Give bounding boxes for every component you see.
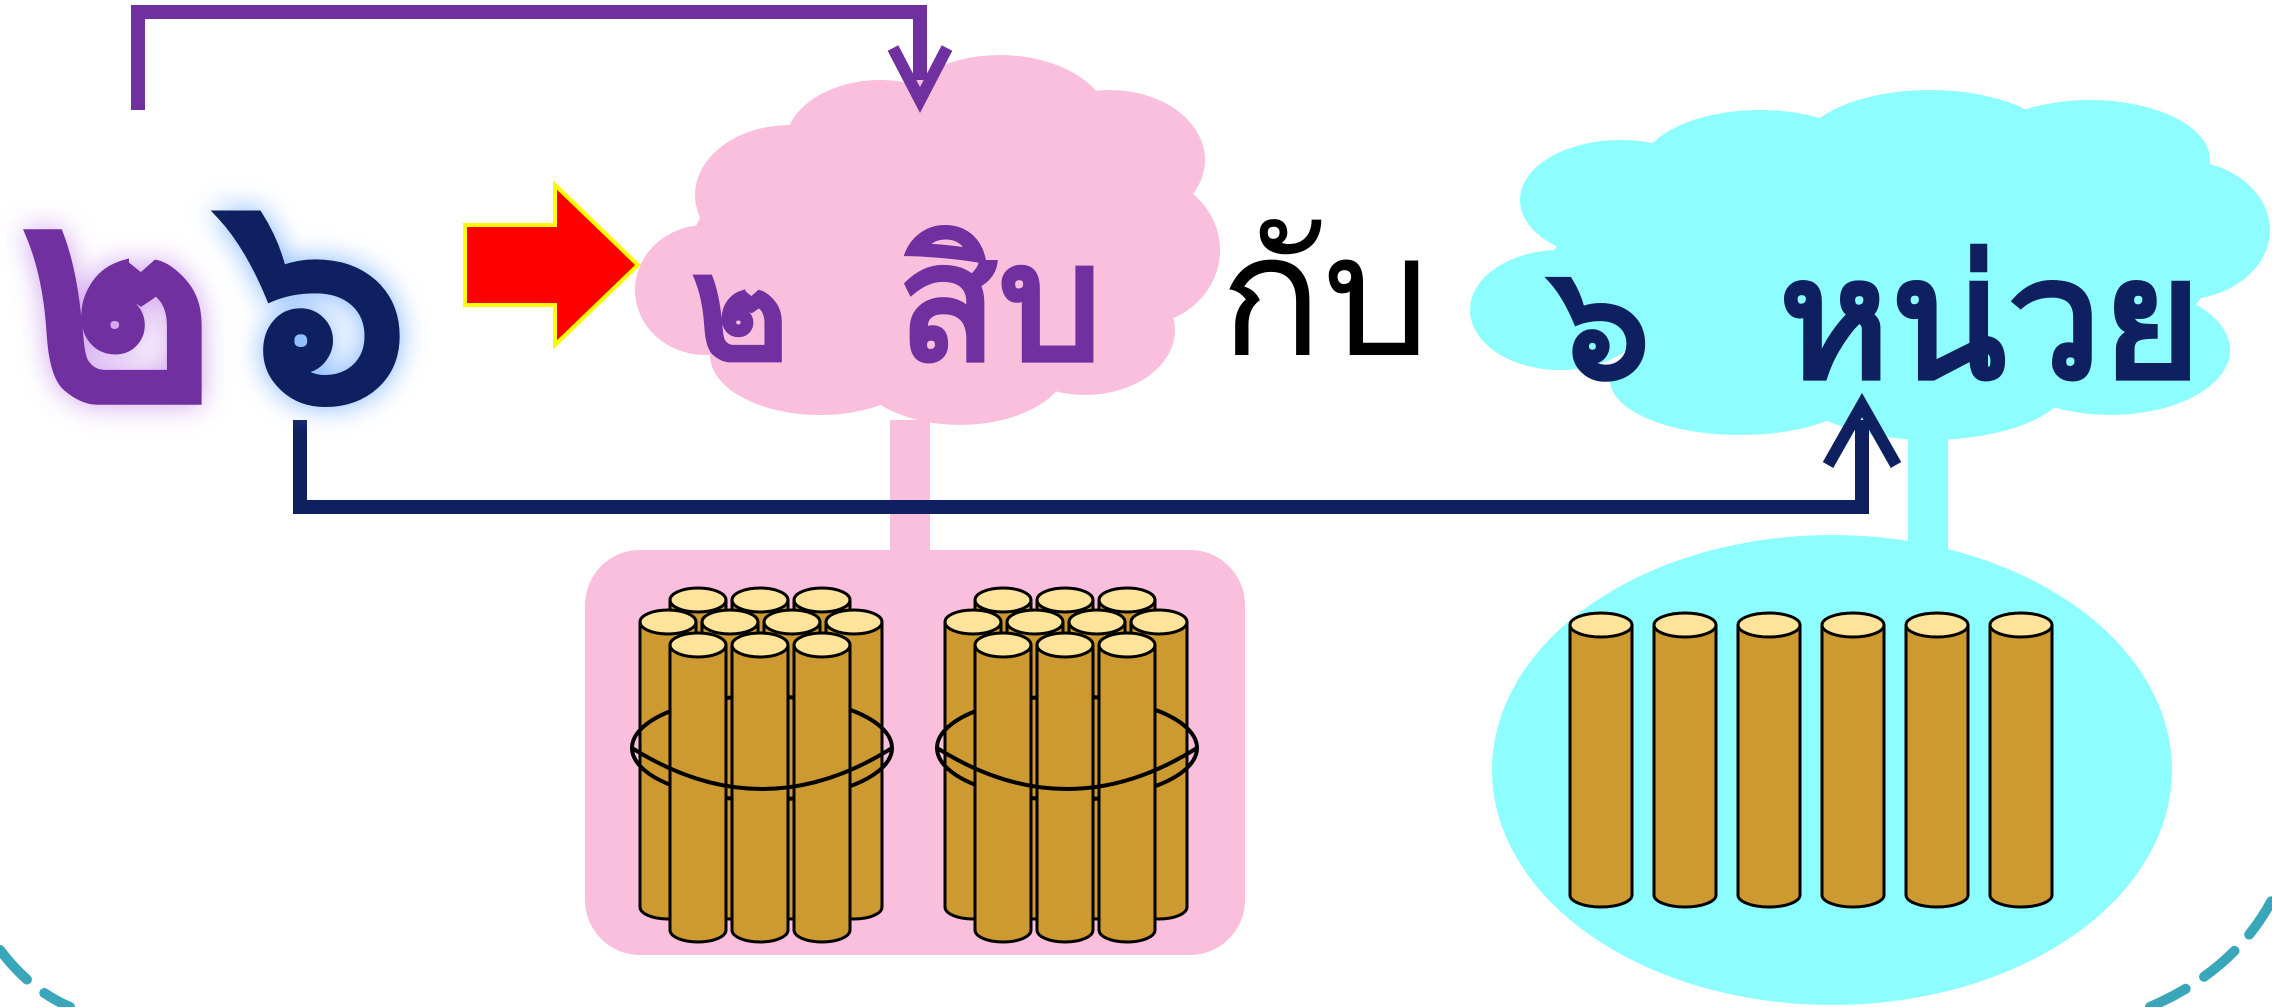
tens-connector-stem xyxy=(890,420,930,560)
tens-digit-glow: ๒ xyxy=(19,122,217,471)
tens-cloud xyxy=(635,55,1220,425)
ones-connector-stem xyxy=(1908,420,1948,550)
stick-bundle xyxy=(935,586,1199,944)
connector-word: กับ xyxy=(1220,198,1431,396)
stick xyxy=(1652,611,1718,909)
tens-digit: ๒ xyxy=(19,122,217,471)
stick xyxy=(730,631,790,944)
ones-pointer-line xyxy=(293,420,1869,514)
bundle-tie-front xyxy=(630,746,894,791)
stick xyxy=(973,631,1033,944)
ones-cloud xyxy=(1470,90,2270,440)
stick xyxy=(1035,631,1095,944)
stick xyxy=(1097,631,1157,944)
tens-label-word: สิบ xyxy=(897,207,1102,399)
equals-arrow-icon xyxy=(463,180,641,350)
decorative-dashed-arc-left xyxy=(0,945,75,1007)
stick xyxy=(1736,611,1802,909)
decorative-dashed-arc-right xyxy=(2145,895,2272,1007)
stick xyxy=(1820,611,1886,909)
stick xyxy=(1568,611,1634,909)
ones-sticks xyxy=(1568,611,2054,909)
ones-label-digit: ๖ xyxy=(1544,229,1651,416)
stick xyxy=(668,631,728,944)
bundle-tie-front xyxy=(935,746,1199,791)
ones-digit: ๖ xyxy=(210,122,410,471)
stick xyxy=(792,631,852,944)
tens-bundles xyxy=(630,586,1199,944)
ones-label-word: หน่วย xyxy=(1778,221,2201,419)
stick xyxy=(1988,611,2054,909)
tens-pointer-line xyxy=(131,5,927,110)
ones-pointer-arrowhead xyxy=(1822,392,1902,468)
tens-pointer-arrowhead xyxy=(887,45,953,114)
stick-bundle xyxy=(630,586,894,944)
stick xyxy=(1904,611,1970,909)
ones-digit-glow: ๖ xyxy=(210,122,410,471)
tens-label-digit: ๒ xyxy=(691,222,790,396)
